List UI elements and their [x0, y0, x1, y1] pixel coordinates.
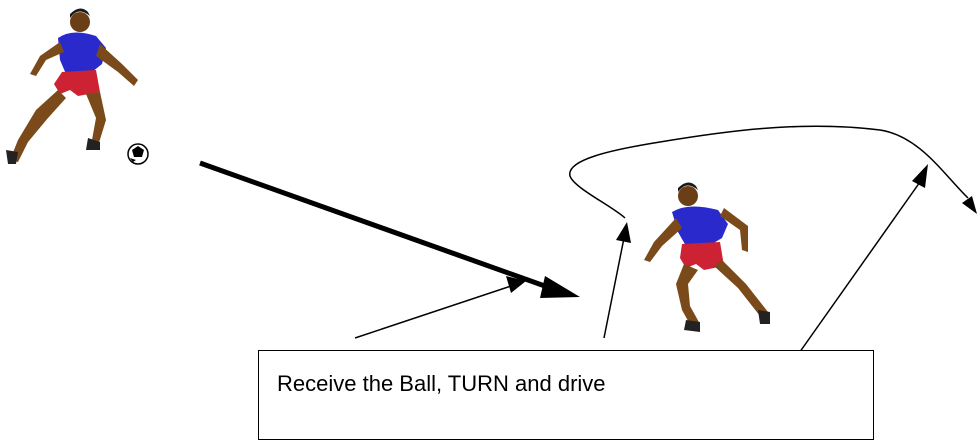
pointer-arrow-drive: [780, 164, 928, 380]
pointer-arrow-pass: [355, 276, 526, 338]
player-head: [70, 12, 90, 32]
player-head: [678, 186, 698, 206]
caption-text: Receive the Ball, TURN and drive: [277, 371, 606, 397]
player-with-ball: [6, 8, 138, 164]
pass-arrow: [200, 163, 580, 298]
turn-drive-path: [570, 126, 977, 218]
receiving-player: [644, 182, 770, 332]
soccer-ball-icon: [128, 144, 148, 164]
pointer-arrow-turn: [604, 222, 631, 338]
player-shorts: [54, 70, 100, 96]
